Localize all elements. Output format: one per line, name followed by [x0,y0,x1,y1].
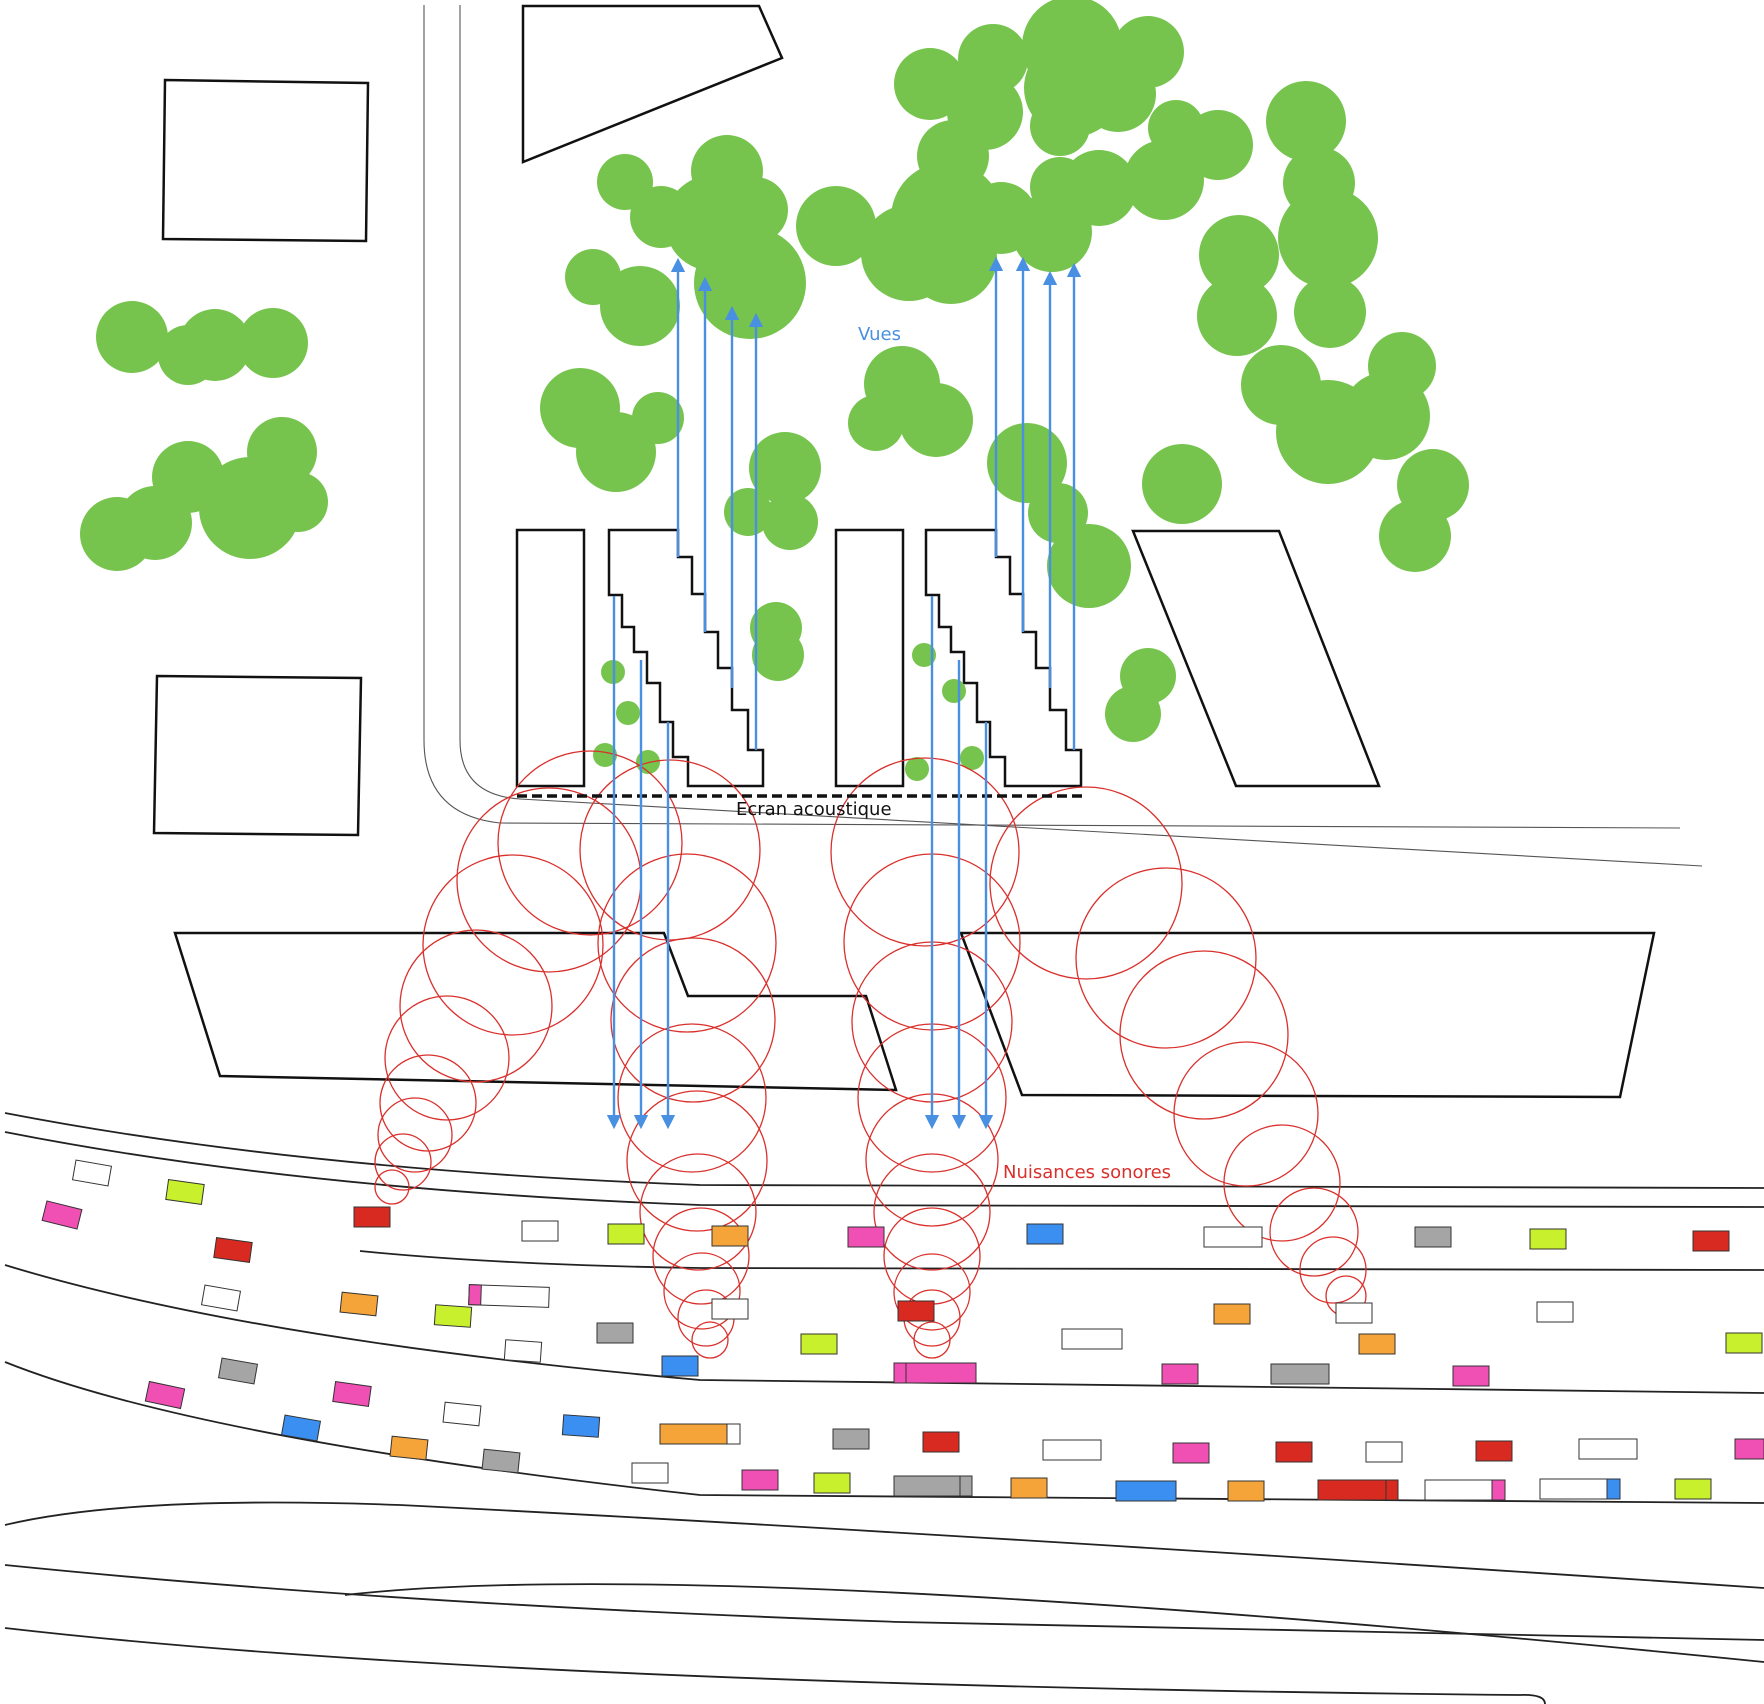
building-top-center [521,4,784,164]
building-top-left [161,78,370,243]
highway [4,1112,1764,1704]
slab-3 [834,528,905,788]
building-right-slanted [1131,529,1381,788]
slab-1 [515,528,586,788]
stepped-building-2 [924,528,1083,788]
access-road [423,5,1703,867]
building-mid-left [152,674,363,837]
cars [41,1159,1764,1502]
building-south-left [173,931,898,1092]
buildings [152,4,1656,1099]
noise-ripples [374,750,1367,1359]
label-acoustic-screen: Ecran acoustique [736,799,892,820]
view-arrows [670,256,1082,750]
stepped-building-1 [607,528,765,788]
building-south-right [959,931,1656,1099]
noise-exposure-arrows [606,596,994,1130]
trees [80,0,1469,781]
label-noise: Nuisances sonores [1003,1162,1171,1183]
label-views: Vues [858,324,901,345]
